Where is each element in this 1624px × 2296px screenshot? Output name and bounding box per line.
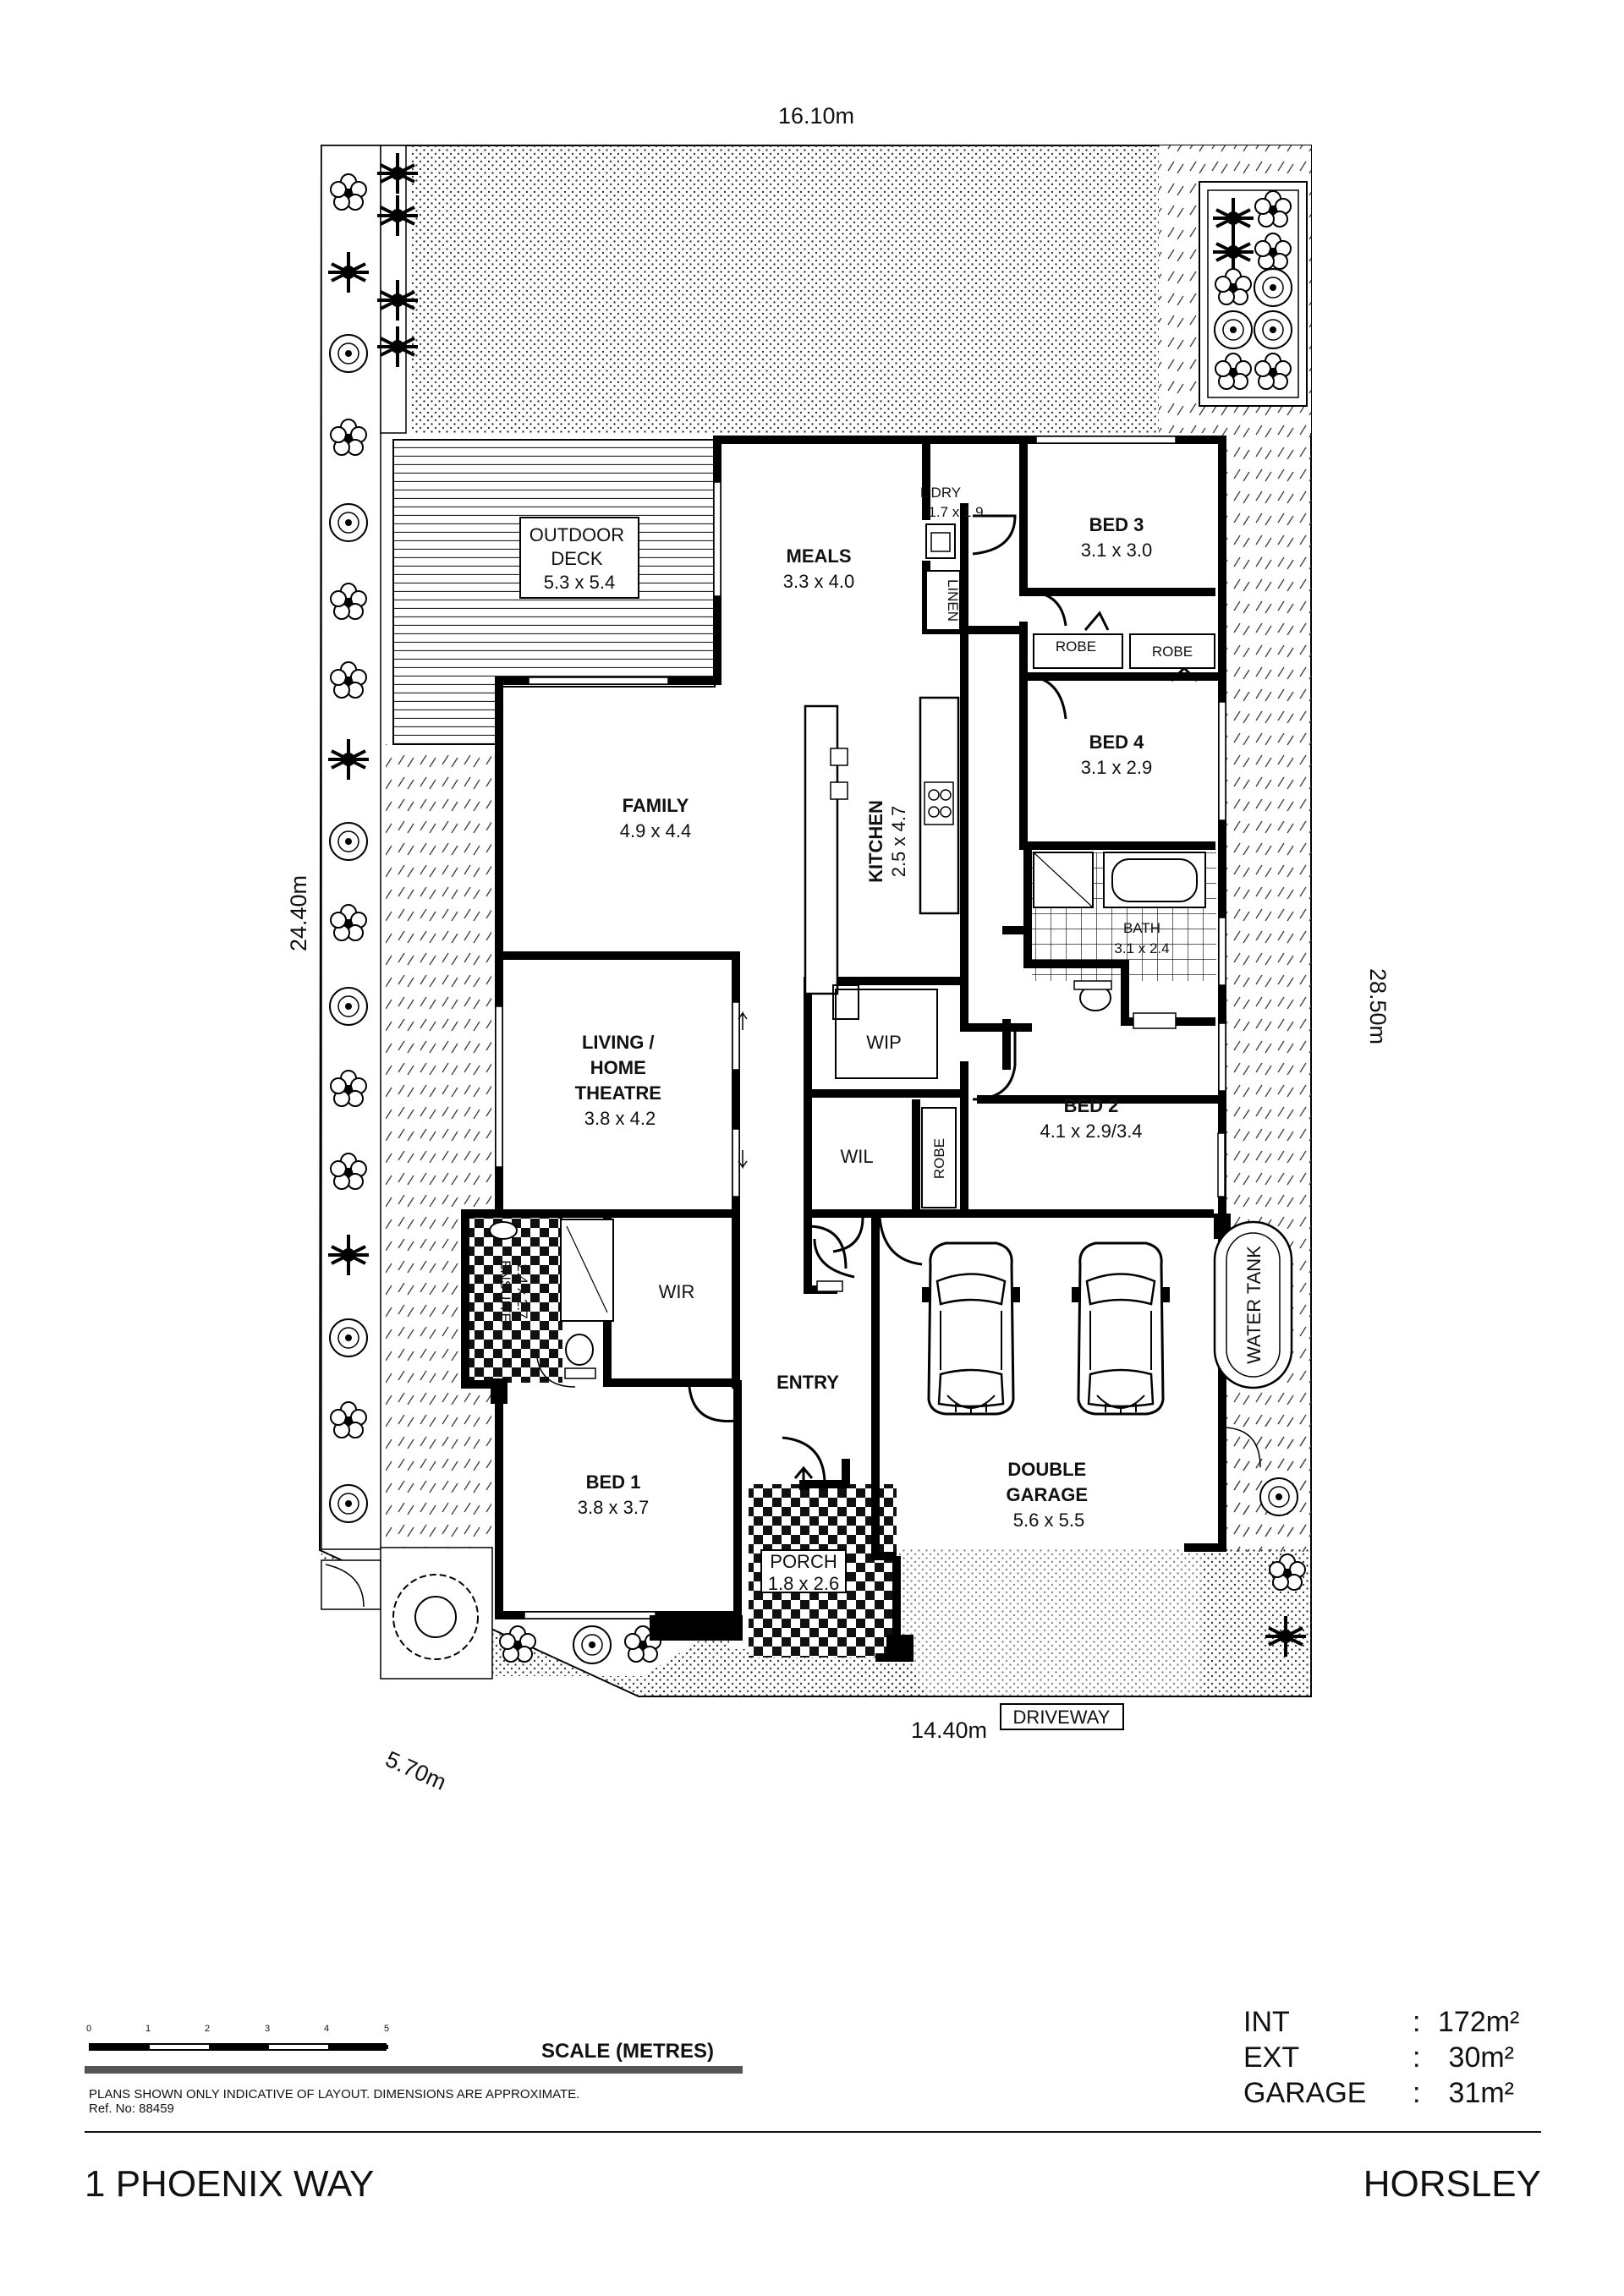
area-label: INT xyxy=(1243,2006,1290,2038)
area-separator: : xyxy=(1413,2006,1421,2038)
floor-plan: 16.10m 24.40m 28.50m 5.70m 14.40m OUTDOO… xyxy=(286,103,1391,1795)
meals-dims: 3.3 x 4.0 xyxy=(783,571,854,592)
meals-name: MEALS xyxy=(787,545,852,567)
door-swings xyxy=(688,514,1199,1490)
robe-label-b: ROBE xyxy=(1152,644,1193,660)
laundry-name: L'DRY xyxy=(920,485,961,501)
bath-name: BATH xyxy=(1123,920,1160,936)
kitchen-name: KITCHEN xyxy=(865,800,886,883)
property-suburb: HORSLEY xyxy=(1363,2163,1541,2205)
scale-tick: 5 xyxy=(383,2024,390,2034)
outdoor-deck xyxy=(392,439,716,745)
room-frames xyxy=(760,570,1215,1730)
front-garden-bed xyxy=(380,1547,661,1680)
disclaimer-line: PLANS SHOWN ONLY INDICATIVE OF LAYOUT. D… xyxy=(89,2087,580,2101)
dim-diagonal: 5.70m xyxy=(381,1746,450,1795)
area-row-garage: GARAGE : 31m² xyxy=(1243,2075,1514,2111)
wir-label: WIR xyxy=(659,1281,695,1302)
dim-bottom: 14.40m xyxy=(911,1718,987,1743)
scale-tick: 3 xyxy=(264,2024,271,2034)
bed4-dims: 3.1 x 2.9 xyxy=(1081,757,1152,778)
dim-top: 16.10m xyxy=(778,103,854,129)
linen-label: LINEN xyxy=(945,579,961,622)
bed4-name: BED 4 xyxy=(1089,732,1145,753)
area-value: 31m² xyxy=(1448,2077,1514,2109)
scale-title: SCALE (METRES) xyxy=(541,2040,714,2063)
fixtures xyxy=(489,523,1293,1662)
ensuite-name: ENSUITE xyxy=(497,1260,513,1323)
property-address: 1 PHOENIX WAY xyxy=(85,2163,375,2205)
driveway-label: DRIVEWAY xyxy=(1013,1707,1111,1728)
scale-tick: 4 xyxy=(323,2024,330,2034)
scale-tick: 1 xyxy=(145,2024,151,2034)
scale-tick: 0 xyxy=(85,2024,92,2034)
area-summary: INT : 172m² EXT : 30m² GARAGE : 31m² xyxy=(1243,2004,1520,2111)
footer-divider xyxy=(85,2131,1541,2133)
water-tank-label: WATER TANK xyxy=(1243,1246,1265,1364)
scale-bar xyxy=(89,2043,388,2051)
reference-number: Ref. No: 88459 xyxy=(89,2101,174,2116)
top-right-planter xyxy=(1199,181,1308,407)
porch-name: PORCH xyxy=(770,1551,837,1572)
area-label: GARAGE xyxy=(1243,2077,1367,2109)
scale-underline xyxy=(85,2066,743,2074)
outdoor-deck-label: OUTDOOR DECK 5.3 x 5.4 xyxy=(529,524,630,593)
living-label: LIVING / HOME THEATRE 3.8 x 4.2 xyxy=(575,1032,666,1129)
area-value: 172m² xyxy=(1438,2006,1520,2038)
area-separator: : xyxy=(1413,2077,1421,2109)
garage-label: DOUBLE GARAGE 5.6 x 5.5 xyxy=(1006,1459,1091,1531)
family-dims: 4.9 x 4.4 xyxy=(620,820,691,841)
dim-right: 28.50m xyxy=(1365,968,1391,1044)
bed3-dims: 3.1 x 3.0 xyxy=(1081,540,1152,561)
scale-tick: 2 xyxy=(204,2024,211,2034)
kitchen-dims: 2.5 x 4.7 xyxy=(888,806,909,877)
porch-dims: 1.8 x 2.6 xyxy=(768,1573,839,1594)
robe-label-c: ROBE xyxy=(931,1138,947,1179)
dim-left: 24.40m xyxy=(286,875,311,951)
robe-label-a: ROBE xyxy=(1056,638,1096,655)
ensuite-dims: 2.4 x 2.7 xyxy=(514,1263,530,1318)
bath-dims: 3.1 x 2.4 xyxy=(1114,940,1169,956)
wil-label: WIL xyxy=(840,1146,873,1167)
disclaimer: PLANS SHOWN ONLY INDICATIVE OF LAYOUT. D… xyxy=(89,2087,579,2116)
bed2-name: BED 2 xyxy=(1064,1095,1119,1116)
wip-label: WIP xyxy=(866,1032,902,1053)
bed3-name: BED 3 xyxy=(1089,514,1144,535)
windows xyxy=(495,436,1226,1619)
bed1-dims: 3.8 x 3.7 xyxy=(578,1497,649,1518)
left-garden-bed xyxy=(321,145,420,1610)
bed2-dims: 4.1 x 2.9/3.4 xyxy=(1040,1121,1142,1142)
right-garden xyxy=(1220,1421,1311,1658)
area-value: 30m² xyxy=(1448,2041,1514,2074)
area-separator: : xyxy=(1413,2041,1421,2074)
entry-label: ENTRY xyxy=(776,1372,839,1393)
family-name: FAMILY xyxy=(623,795,689,816)
bed1-name: BED 1 xyxy=(586,1471,641,1493)
area-label: EXT xyxy=(1243,2041,1300,2074)
area-row-int: INT : 172m² xyxy=(1243,2004,1520,2040)
area-row-ext: EXT : 30m² xyxy=(1243,2040,1514,2075)
laundry-dims: 1.7 x 1.9 xyxy=(928,504,983,520)
